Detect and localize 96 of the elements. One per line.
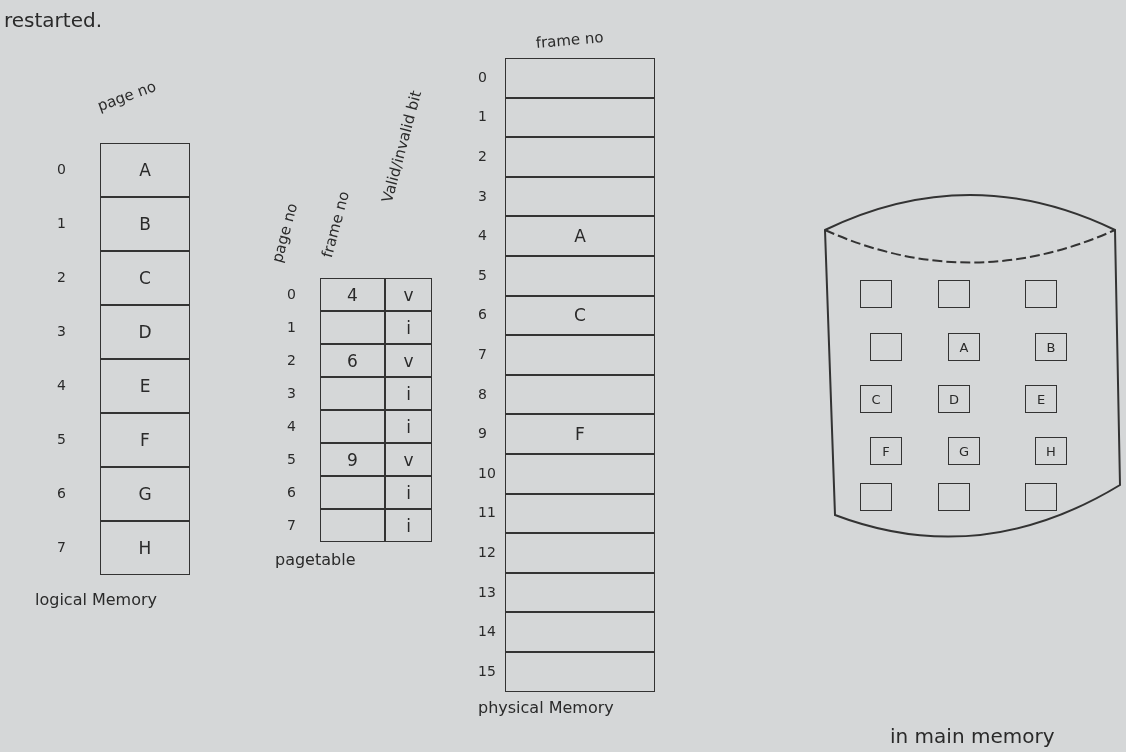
valid-bit-cell: v xyxy=(385,443,432,476)
row-number: 6 xyxy=(57,485,66,501)
memory-cell xyxy=(505,454,655,494)
row-number: 14 xyxy=(478,623,496,640)
table-caption: logical Memory xyxy=(35,590,158,609)
page-block xyxy=(870,333,902,361)
row-number: 1 xyxy=(57,215,66,231)
memory-cell xyxy=(505,176,655,217)
memory-cell: C xyxy=(100,251,190,305)
row-number: 12 xyxy=(478,544,496,560)
row-number: 7 xyxy=(287,516,296,533)
row-number: 4 xyxy=(478,227,487,244)
frame-cell xyxy=(320,509,385,542)
frame-cell xyxy=(320,410,385,443)
valid-bit-cell: i xyxy=(385,377,432,410)
memory-cell xyxy=(505,374,655,415)
memory-cell xyxy=(505,533,655,573)
memory-cell: E xyxy=(100,359,190,413)
row-number: 7 xyxy=(57,539,66,555)
valid-bit-cell: i xyxy=(385,410,432,443)
row-number: 8 xyxy=(478,385,487,402)
page-block: E xyxy=(1025,385,1057,413)
column-header: page no xyxy=(95,77,159,115)
memory-cell: H xyxy=(100,521,190,575)
valid-bit-cell: v xyxy=(385,278,432,311)
page-block: A xyxy=(948,333,980,361)
frame-cell xyxy=(320,311,385,344)
column-header: frame no xyxy=(535,28,605,52)
memory-cell: A xyxy=(100,143,190,197)
row-number: 1 xyxy=(478,108,487,125)
row-number: 9 xyxy=(478,425,487,442)
row-number: 11 xyxy=(478,504,496,521)
row-number: 5 xyxy=(57,431,66,447)
page-block xyxy=(1025,280,1057,308)
row-number: 0 xyxy=(287,285,296,302)
memory-cell xyxy=(505,572,655,613)
page-block: F xyxy=(870,437,902,465)
column-header: frame no xyxy=(318,189,353,260)
valid-bit-cell: i xyxy=(385,311,432,344)
page-block xyxy=(1025,483,1057,511)
memory-cell xyxy=(505,612,655,652)
memory-cell: D xyxy=(100,305,190,359)
valid-bit-cell: i xyxy=(385,476,432,509)
page-block: G xyxy=(948,437,980,465)
memory-cell xyxy=(505,97,655,138)
memory-cell xyxy=(505,137,655,177)
row-number: 3 xyxy=(478,187,487,204)
row-number: 2 xyxy=(478,148,487,164)
row-number: 7 xyxy=(478,346,487,362)
note-text: restarted. xyxy=(4,8,103,32)
memory-cell: A xyxy=(505,216,655,256)
page-block xyxy=(860,280,892,308)
page-block: C xyxy=(860,385,892,413)
row-number: 1 xyxy=(287,318,296,335)
frame-cell: 9 xyxy=(320,443,385,476)
page-block: H xyxy=(1035,437,1067,465)
frame-cell: 6 xyxy=(320,344,385,377)
row-number: 10 xyxy=(478,464,496,481)
frame-cell xyxy=(320,476,385,509)
note-text: in main memory xyxy=(890,724,1055,748)
table-caption: physical Memory xyxy=(478,698,614,717)
memory-cell: F xyxy=(505,414,655,454)
valid-bit-cell: v xyxy=(385,344,432,377)
memory-cell xyxy=(505,493,655,534)
memory-cell xyxy=(505,58,655,98)
row-number: 4 xyxy=(287,417,296,434)
row-number: 5 xyxy=(478,266,487,283)
row-number: 2 xyxy=(57,269,66,285)
memory-cell: F xyxy=(100,413,190,467)
page-block xyxy=(938,483,970,511)
memory-cell: G xyxy=(100,467,190,521)
row-number: 15 xyxy=(478,662,496,679)
frame-cell: 4 xyxy=(320,278,385,311)
table-caption: pagetable xyxy=(275,550,356,569)
row-number: 5 xyxy=(287,450,296,467)
memory-cell: B xyxy=(100,197,190,251)
page-block xyxy=(938,280,970,308)
row-number: 13 xyxy=(478,583,496,600)
valid-bit-cell: i xyxy=(385,509,432,542)
page-block: D xyxy=(938,385,970,413)
row-number: 3 xyxy=(287,384,296,401)
frame-cell xyxy=(320,377,385,410)
memory-cell: C xyxy=(505,295,655,336)
page-block xyxy=(860,483,892,511)
memory-cell xyxy=(505,335,655,375)
row-number: 2 xyxy=(287,351,296,368)
memory-cell xyxy=(505,256,655,296)
row-number: 4 xyxy=(57,377,66,393)
memory-cell xyxy=(505,652,655,692)
page-block: B xyxy=(1035,333,1067,361)
row-number: 3 xyxy=(57,323,66,339)
row-number: 6 xyxy=(478,306,487,323)
row-number: 6 xyxy=(287,483,296,500)
row-number: 0 xyxy=(57,161,66,177)
column-header: page no xyxy=(268,201,302,265)
row-number: 0 xyxy=(478,68,487,85)
